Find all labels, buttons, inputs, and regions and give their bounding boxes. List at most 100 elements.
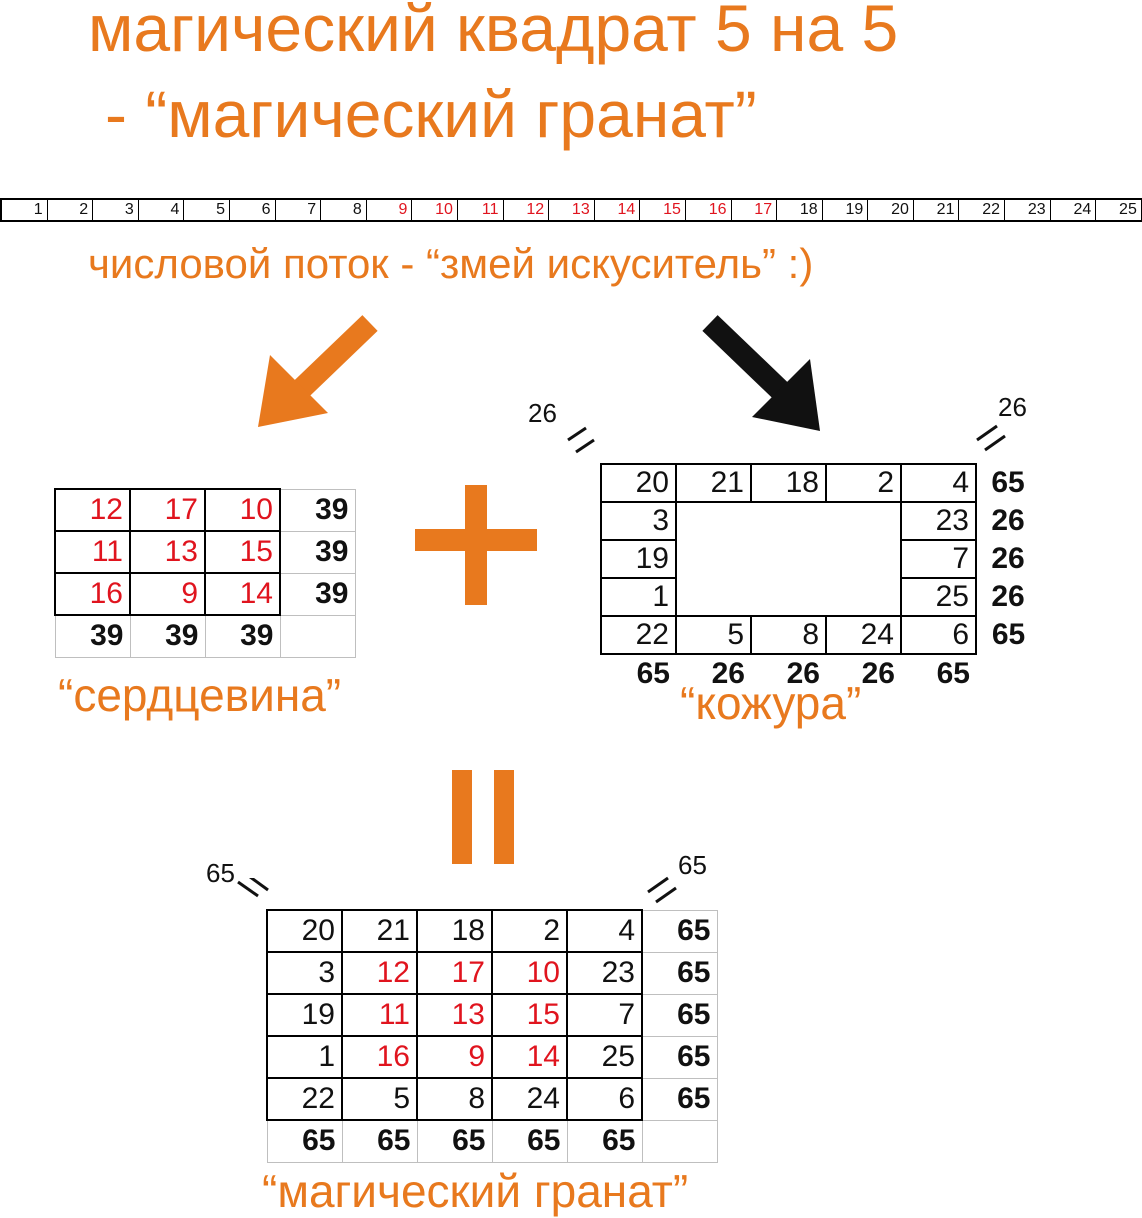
stream-number: 8 [321, 200, 367, 220]
col-sum: 65 [416, 1119, 493, 1163]
stream-number: 20 [868, 200, 914, 220]
peel-cell: 2 [825, 463, 902, 503]
stream-number: 9 [367, 200, 413, 220]
result-cell: 17 [416, 951, 493, 995]
result-cell: 16 [341, 1035, 418, 1079]
col-sum: 65 [266, 1119, 343, 1163]
empty-cell [279, 614, 356, 658]
result-cell: 1 [266, 1035, 343, 1079]
result-cell: 11 [341, 993, 418, 1037]
result-cell: 21 [341, 909, 418, 953]
result-cell: 4 [566, 909, 643, 953]
stream-number: 22 [959, 200, 1006, 220]
stream-number: 16 [686, 200, 732, 220]
row-sum: 39 [279, 530, 356, 574]
peel-diag-left: 26 [528, 398, 557, 428]
peel-cell: 23 [900, 501, 977, 541]
result-cell: 23 [566, 951, 643, 995]
col-sum: 39 [204, 614, 281, 658]
row-sum: 65 [641, 1035, 718, 1079]
core-cell: 13 [129, 530, 206, 574]
stream-number: 6 [230, 200, 276, 220]
core-cell: 17 [129, 488, 206, 532]
result-cell: 9 [416, 1035, 493, 1079]
stream-number: 17 [732, 200, 778, 220]
col-sum: 65 [491, 1119, 568, 1163]
result-cell: 25 [566, 1035, 643, 1079]
peel-cell: 5 [675, 615, 752, 655]
peel-cell: 24 [825, 615, 902, 655]
result-cell: 10 [491, 951, 568, 995]
stream-number: 14 [595, 200, 641, 220]
stream-number: 24 [1051, 200, 1097, 220]
peel-cell: 1 [600, 577, 677, 617]
result-cell: 19 [266, 993, 343, 1037]
col-sum: 26 [786, 656, 820, 690]
row-sum: 65 [991, 618, 1026, 651]
diagonal-mark-icon [237, 878, 269, 898]
peel-caption: “кожура” [680, 677, 862, 729]
row-sum: 65 [641, 951, 718, 995]
core-cell: 12 [54, 488, 131, 532]
arrow-down-right-icon [702, 315, 820, 431]
col-sum: 39 [54, 614, 131, 658]
peel-diag-right: 26 [998, 392, 1027, 422]
peel-hole [675, 501, 902, 617]
stream-number: 7 [276, 200, 322, 220]
col-sum: 65 [636, 656, 670, 690]
stream-number: 15 [640, 200, 686, 220]
stream-number: 25 [1096, 200, 1142, 220]
stream-number: 18 [777, 200, 823, 220]
result-cell: 8 [416, 1077, 493, 1121]
core-cell: 14 [204, 572, 281, 616]
core-cell: 10 [204, 488, 281, 532]
stream-number: 21 [914, 200, 960, 220]
result-cell: 24 [491, 1077, 568, 1121]
result-diag-right: 65 [678, 850, 707, 880]
empty-cell [641, 1119, 718, 1163]
row-sum: 26 [991, 504, 1025, 537]
col-sum: 65 [566, 1119, 643, 1163]
result-diag-left: 65 [206, 858, 235, 888]
diagonal-mark-icon [647, 876, 677, 904]
core-cell: 15 [204, 530, 281, 574]
peel-cell: 20 [600, 463, 677, 503]
col-sum: 26 [711, 656, 745, 690]
peel-cell: 25 [900, 577, 977, 617]
result-cell: 15 [491, 993, 568, 1037]
core-cell: 11 [54, 530, 131, 574]
col-sum: 26 [861, 656, 895, 690]
row-sum: 39 [279, 488, 356, 532]
core-cell: 16 [54, 572, 131, 616]
stream-number: 13 [549, 200, 595, 220]
plus-icon [415, 485, 537, 605]
result-cell: 5 [341, 1077, 418, 1121]
col-sum: 65 [936, 656, 970, 690]
peel-cell: 8 [750, 615, 827, 655]
col-sum: 39 [129, 614, 206, 658]
peel-cell: 22 [600, 615, 677, 655]
title-line1: магический квадрат 5 на 5 [88, 0, 899, 65]
result-cell: 7 [566, 993, 643, 1037]
core-caption: “сердцевина” [58, 669, 342, 721]
result-cell: 2 [491, 909, 568, 953]
peel-cell: 4 [900, 463, 977, 503]
peel-cell: 19 [600, 539, 677, 579]
stream-number: 5 [184, 200, 230, 220]
stream-label: числовой поток - “змей искуситель” :) [88, 240, 814, 287]
stream-number: 10 [412, 200, 458, 220]
result-cell: 13 [416, 993, 493, 1037]
row-sum: 26 [991, 580, 1025, 613]
row-sum: 65 [641, 993, 718, 1037]
result-cell: 14 [491, 1035, 568, 1079]
stream-number: 12 [504, 200, 550, 220]
result-cell: 6 [566, 1077, 643, 1121]
result-cell: 20 [266, 909, 343, 953]
diagonal-mark-icon [567, 426, 595, 454]
result-cell: 18 [416, 909, 493, 953]
arrow-down-left-icon [258, 315, 378, 427]
